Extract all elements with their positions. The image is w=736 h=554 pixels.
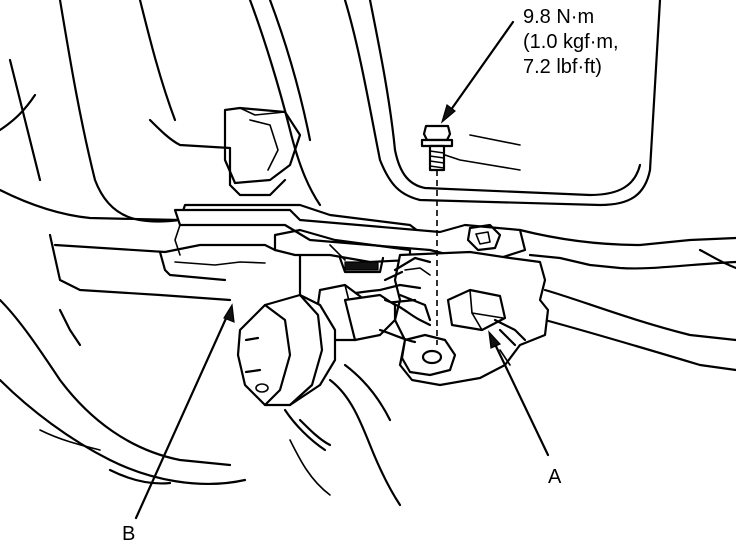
callout-label-b: B xyxy=(122,523,136,545)
cable-plug xyxy=(236,293,337,452)
harness-connector-b xyxy=(313,256,432,344)
sensor-a xyxy=(446,288,527,347)
callout-label-a: A xyxy=(548,466,562,488)
control-box xyxy=(273,228,412,307)
callout-a-leader-line xyxy=(491,338,550,457)
torque-spec-metric: 9.8 N·m xyxy=(523,6,595,28)
torque-spec-lbf: 7.2 lbf·ft) xyxy=(523,56,602,78)
lower-body xyxy=(0,233,277,486)
lower-structure xyxy=(289,363,402,507)
torque-spec-kgf: (1.0 kgf·m, xyxy=(523,31,619,53)
bolt-icon xyxy=(420,124,454,172)
body-housing xyxy=(0,0,432,242)
torque-leader-line xyxy=(446,20,515,116)
bolt-boss xyxy=(400,333,457,377)
right-hose xyxy=(518,228,736,372)
callout-b-arrowhead xyxy=(223,303,235,323)
callout-a-arrowhead xyxy=(488,330,502,349)
torque-leader-arrowhead xyxy=(440,104,456,124)
callout-b-leader-line xyxy=(134,312,230,520)
